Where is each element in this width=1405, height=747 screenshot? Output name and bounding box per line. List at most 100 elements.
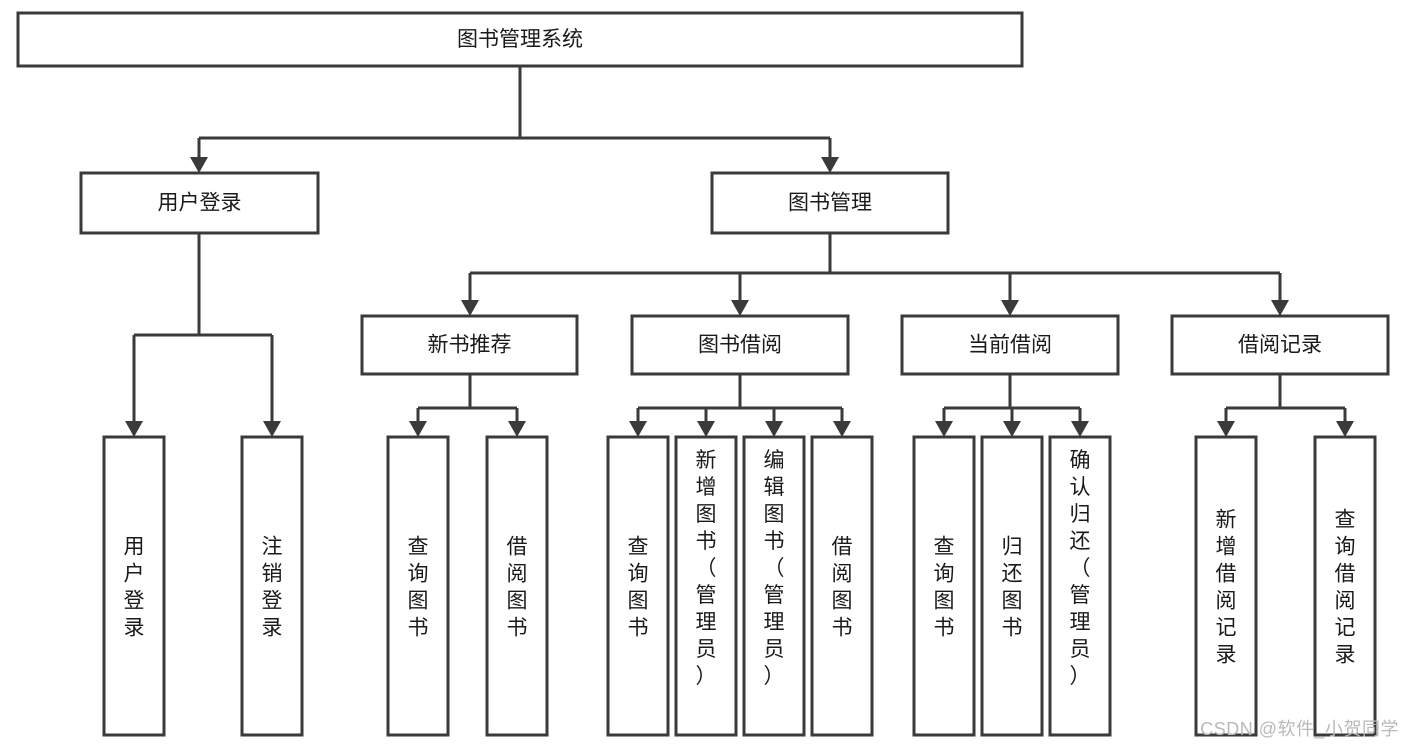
node-label: 借阅图书 [507,536,528,640]
node-book-borrow[interactable]: 图书借阅 [630,314,850,376]
node-root[interactable]: 图书管理系统 [16,11,1024,68]
node-leaf-query-book-2[interactable]: 查询图书 [606,435,670,737]
node-box[interactable] [606,435,670,737]
node-label: 用户登录 [124,536,145,640]
node-label: 图书借阅 [698,334,782,357]
nodes-layer: 图书管理系统用户登录图书管理新书推荐图书借阅当前借阅借阅记录用户登录注销登录查询… [16,11,1390,737]
arrow-head-icon [409,421,427,437]
node-leaf-query-book-3[interactable]: 查询图书 [912,435,976,737]
node-box[interactable] [630,314,850,376]
arrow-head-icon [821,157,839,173]
node-box[interactable] [900,314,1120,376]
connector-c-to-leaf-user-login [125,335,143,437]
arrow-head-icon [935,421,953,437]
node-leaf-confirm-return-admin[interactable]: 确认归还（管理员） [1048,435,1112,737]
node-user-login[interactable]: 用户登录 [79,171,320,235]
connector-c-to-new-book [461,273,479,316]
node-leaf-add-book-admin[interactable]: 新增图书（管理员） [674,435,738,737]
node-label: 确认归还（管理员） [1070,449,1091,688]
arrow-head-icon [263,421,281,437]
connector-c-to-leaf-confirm-return [1071,408,1089,437]
arrow-head-icon [731,300,749,316]
connector-c-to-current-borrow [1001,273,1019,316]
node-box[interactable] [386,435,450,737]
connector-c-to-leaf-return [1003,408,1021,437]
connector-c-to-borrow-record [1271,273,1289,316]
arrow-head-icon [1271,300,1289,316]
node-new-book-recommend[interactable]: 新书推荐 [360,314,579,376]
node-box[interactable] [810,435,874,737]
node-leaf-return-book[interactable]: 归还图书 [980,435,1044,737]
arrow-head-icon [1217,421,1235,437]
node-box[interactable] [1170,314,1390,376]
node-leaf-borrow-book-2[interactable]: 借阅图书 [810,435,874,737]
node-book-manage[interactable]: 图书管理 [710,171,950,235]
node-label: 查询借阅记录 [1335,509,1356,667]
arrow-head-icon [1003,421,1021,437]
connector-c-to-leaf-query-1 [409,408,427,437]
connector-c-to-leaf-logout [263,335,281,437]
node-label: 归还图书 [1002,536,1023,640]
node-leaf-user-login[interactable]: 用户登录 [102,435,166,737]
node-label: 借阅图书 [832,536,853,640]
node-box[interactable] [742,435,806,737]
node-box[interactable] [1194,435,1258,737]
node-label: 查询图书 [628,536,649,640]
node-box[interactable] [912,435,976,737]
arrow-head-icon [765,421,783,437]
connector-c-to-leaf-add-book [697,408,715,437]
node-leaf-query-borrow-record[interactable]: 查询借阅记录 [1313,435,1377,737]
node-label: 图书管理 [788,192,872,215]
node-box[interactable] [1048,435,1112,737]
node-box[interactable] [485,435,549,737]
node-label: 图书管理系统 [457,28,583,51]
node-box[interactable] [674,435,738,737]
node-leaf-query-book-1[interactable]: 查询图书 [386,435,450,737]
node-label: 查询图书 [408,536,429,640]
node-borrow-record[interactable]: 借阅记录 [1170,314,1390,376]
connector-c-to-book-borrow [731,273,749,316]
node-box[interactable] [16,11,1024,68]
arrow-head-icon [1336,421,1354,437]
node-label: 用户登录 [158,192,242,215]
connectors-layer [125,66,1354,437]
arrow-head-icon [1001,300,1019,316]
arrow-head-icon [190,157,208,173]
node-box[interactable] [1313,435,1377,737]
node-current-borrow[interactable]: 当前借阅 [900,314,1120,376]
node-box[interactable] [710,171,950,235]
connector-c-to-user-login [190,138,208,173]
node-label: 注销登录 [262,536,283,640]
node-label: 查询图书 [934,536,955,640]
node-box[interactable] [980,435,1044,737]
arrow-head-icon [629,421,647,437]
arrow-head-icon [461,300,479,316]
node-label: 借阅记录 [1238,334,1322,357]
node-box[interactable] [360,314,579,376]
connector-c-to-leaf-query-3 [935,408,953,437]
node-leaf-edit-book-admin[interactable]: 编辑图书（管理员） [742,435,806,737]
connector-c-to-leaf-borrow-2 [833,408,851,437]
node-leaf-add-borrow-record[interactable]: 新增借阅记录 [1194,435,1258,737]
arrow-head-icon [697,421,715,437]
node-leaf-logout[interactable]: 注销登录 [240,435,304,737]
node-box[interactable] [102,435,166,737]
connector-c-to-book-manage [821,138,839,173]
connector-c-to-leaf-query-2 [629,408,647,437]
node-box[interactable] [240,435,304,737]
connector-c-to-leaf-query-record [1336,408,1354,437]
watermark-label: CSDN @软件_小贺同学 [1200,719,1399,739]
connector-c-to-leaf-add-record [1217,408,1235,437]
arrow-head-icon [508,421,526,437]
arrow-head-icon [833,421,851,437]
connector-c-to-leaf-borrow-1 [508,408,526,437]
node-label: 新书推荐 [428,334,512,357]
connector-c-to-leaf-edit-book [765,408,783,437]
arrow-head-icon [125,421,143,437]
node-label: 编辑图书（管理员） [764,449,785,688]
node-label: 新增借阅记录 [1216,509,1237,667]
node-box[interactable] [79,171,320,235]
node-leaf-borrow-book-1[interactable]: 借阅图书 [485,435,549,737]
